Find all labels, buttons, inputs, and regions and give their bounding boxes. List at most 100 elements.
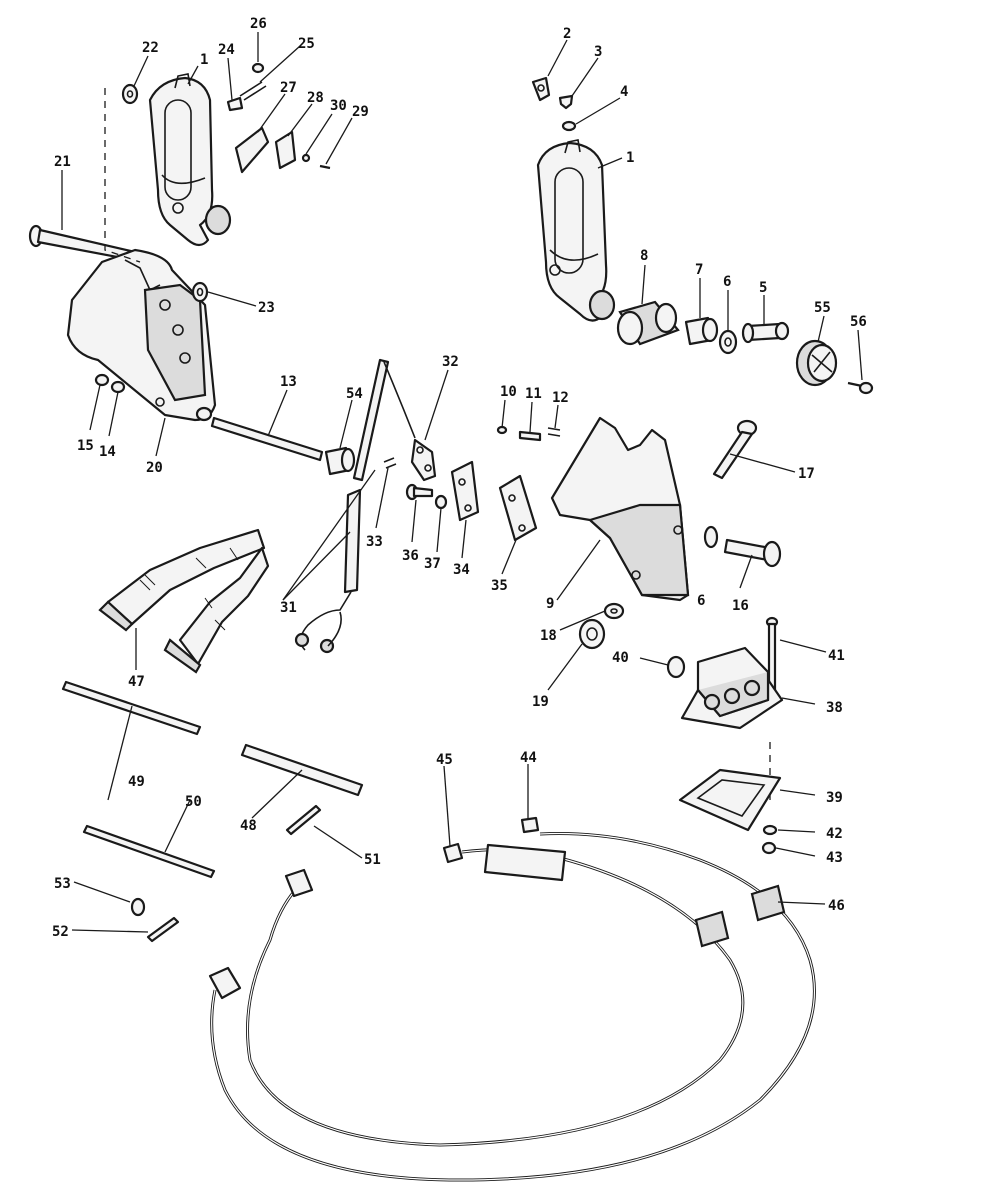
part-26-pin (251, 62, 265, 74)
part-21-long-bolt (28, 224, 137, 262)
callout-9: 9 (546, 596, 554, 612)
part-17-bolt (712, 419, 758, 480)
callout-24: 24 (218, 42, 235, 58)
callout-12: 12 (552, 390, 569, 406)
part-30-pin (301, 153, 311, 163)
callout-53: 53 (54, 876, 71, 892)
part-3-screw (558, 94, 574, 110)
part-27-plate (234, 126, 270, 174)
part-5-bolt (741, 321, 790, 344)
callout-7: 7 (695, 262, 703, 278)
part-46-hose-assembly (208, 832, 816, 1182)
part-15-washer (94, 373, 110, 387)
callout-23: 23 (258, 300, 275, 316)
callout-49: 49 (128, 774, 145, 790)
callout-3: 3 (594, 44, 602, 60)
part-42-washer (762, 824, 778, 836)
part-53-washer (130, 897, 146, 917)
callout-52: 52 (52, 924, 69, 940)
callout-13: 13 (280, 374, 297, 390)
part-45-fitting (442, 842, 464, 864)
callout-30: 30 (330, 98, 347, 114)
callout-20: 20 (146, 460, 163, 476)
callout-22: 22 (142, 40, 159, 56)
part-6-washer-lower (703, 525, 719, 549)
part-4-washer (561, 120, 577, 132)
part-16-bolt (723, 538, 782, 568)
callout-36: 36 (402, 548, 419, 564)
part-7-spacer (684, 316, 719, 346)
part-56-screw (847, 381, 874, 395)
callout-17: 17 (798, 466, 815, 482)
part-14-nut (110, 380, 126, 394)
callout-39: 39 (826, 790, 843, 806)
callout-45: 45 (436, 752, 453, 768)
callout-27: 27 (280, 80, 297, 96)
callout-55: 55 (814, 300, 831, 316)
callout-37: 37 (424, 556, 441, 572)
part-32-clevis (410, 438, 437, 482)
part-8-bushing (616, 300, 680, 346)
callout-50: 50 (185, 794, 202, 810)
callout-56: 56 (850, 314, 867, 330)
part-23-bushing (191, 281, 209, 303)
part-18-washer (603, 602, 625, 620)
part-9-bracket (550, 416, 690, 602)
part-24-fitting (226, 96, 244, 112)
callout-14: 14 (99, 444, 116, 460)
callout-25: 25 (298, 36, 315, 52)
callout-29: 29 (352, 104, 369, 120)
callout-32: 32 (442, 354, 459, 370)
part-25-spring (239, 81, 267, 101)
callout-41: 41 (828, 648, 845, 664)
part-51-pin (285, 804, 322, 836)
part-6-washer-upper (718, 329, 738, 355)
part-37-washer (434, 494, 448, 510)
callout-47: 47 (128, 674, 145, 690)
part-54-spacer (324, 446, 356, 476)
part-38-block (680, 646, 784, 730)
part-12-clip (547, 427, 561, 437)
callout-labels: 1 1 2 3 4 5 6 6 7 8 9 10 11 12 13 14 15 … (52, 16, 867, 940)
part-44-fitting (520, 816, 540, 834)
callout-44: 44 (520, 750, 537, 766)
part-39-gasket (678, 768, 782, 832)
callout-19: 19 (532, 694, 549, 710)
assembly-line-22-20 (104, 88, 141, 263)
callout-11: 11 (525, 386, 542, 402)
callout-15: 15 (77, 438, 94, 454)
leader-lines (61, 32, 863, 933)
callout-2: 2 (563, 26, 571, 42)
callout-26: 26 (250, 16, 267, 32)
callout-51: 51 (364, 852, 381, 868)
part-20-mounting-bracket (66, 248, 217, 422)
callout-4: 4 (620, 84, 628, 100)
callout-8: 8 (640, 248, 648, 264)
callout-5: 5 (759, 280, 767, 296)
part-33-pins (383, 457, 397, 469)
part-40-bushing (666, 655, 686, 679)
part-1-trim-cylinder-left (148, 73, 232, 247)
part-13-tube (210, 416, 324, 462)
part-31-cable-assembly (294, 358, 416, 654)
callout-38: 38 (826, 700, 843, 716)
callout-46: 46 (828, 898, 845, 914)
callout-35: 35 (491, 578, 508, 594)
part-1-trim-cylinder-right (536, 139, 616, 322)
callout-40: 40 (612, 650, 629, 666)
callout-16: 16 (732, 598, 749, 614)
part-34-plate (450, 460, 480, 522)
part-28-plate (274, 130, 297, 170)
callout-31: 31 (280, 600, 297, 616)
part-2-fitting (531, 76, 551, 102)
callout-43: 43 (826, 850, 843, 866)
callout-48: 48 (240, 818, 257, 834)
part-11-pin (518, 430, 542, 442)
callout-18: 18 (540, 628, 557, 644)
part-50-rod (82, 824, 216, 879)
callout-34: 34 (453, 562, 470, 578)
part-36-screw (405, 483, 434, 501)
callout-1-right: 1 (626, 150, 634, 166)
callout-6-upper: 6 (723, 274, 731, 290)
